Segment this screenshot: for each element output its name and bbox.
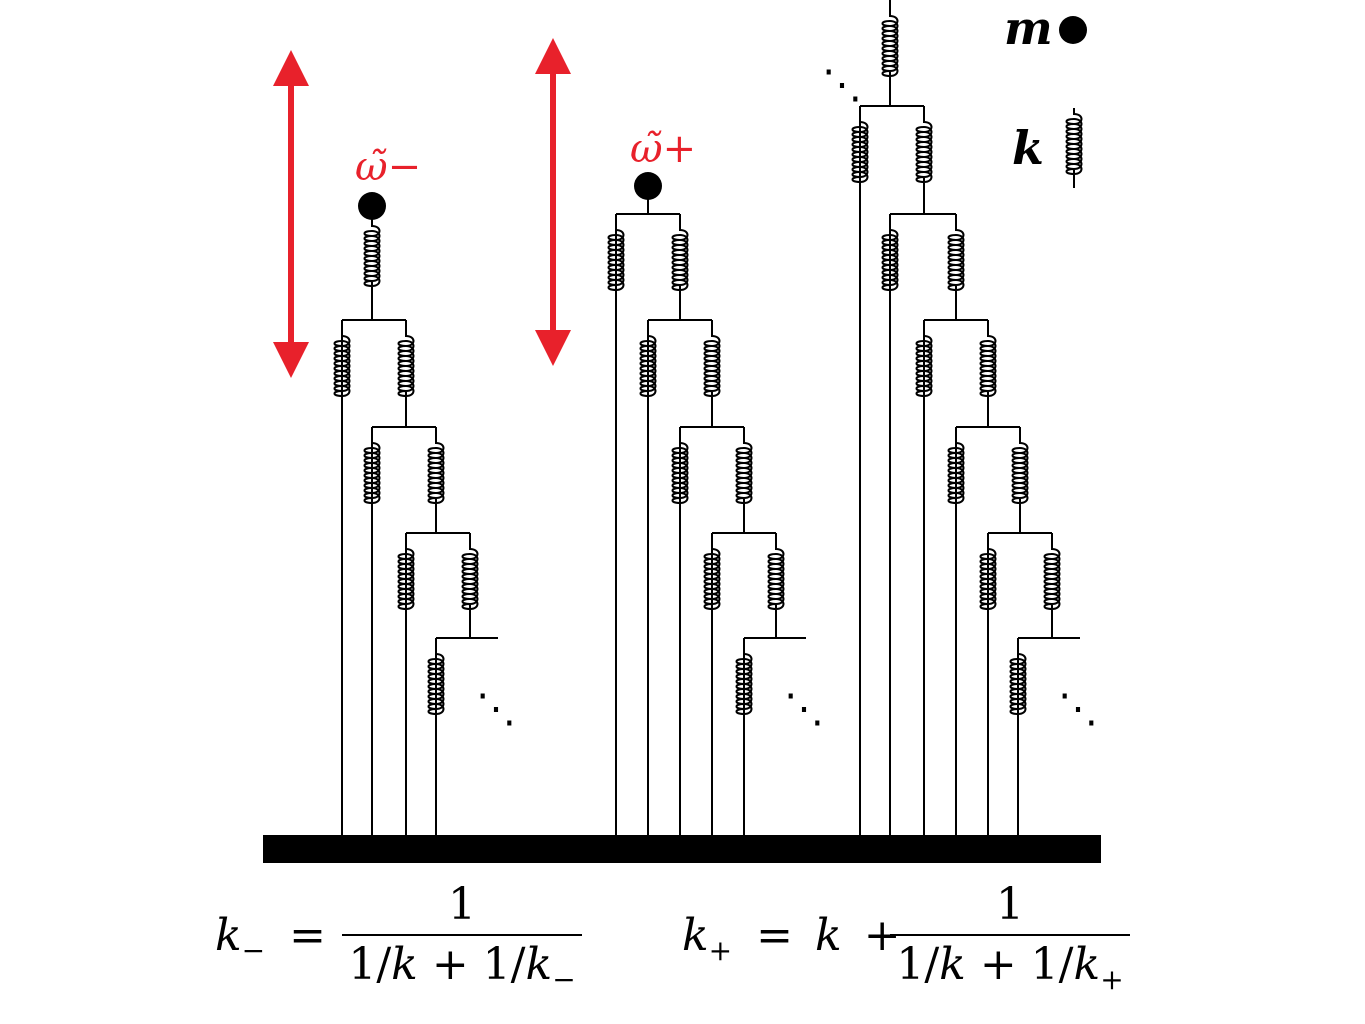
eq-right-den-b: k <box>939 939 966 990</box>
eq-right-den-c: + 1/ <box>965 939 1074 990</box>
eq-left-den-d: k <box>525 939 553 990</box>
eq-right-den-sub: + <box>1100 962 1124 996</box>
eq-left-fraction: 1 1/k + 1/k− <box>342 880 582 1005</box>
eq-right-numerator: 1 <box>996 879 1024 930</box>
eq-right-fraction: 1 1/k + 1/k+ <box>890 880 1130 1005</box>
ellipsis-minus: ⋱ <box>476 686 516 732</box>
eq-right-den-a: 1/ <box>896 939 940 990</box>
eq-right-denominator: 1/k + 1/k+ <box>890 940 1130 1005</box>
ground-bar <box>263 835 1101 863</box>
eq-right-lhs-var: k <box>682 910 709 961</box>
legend-mass-label: m <box>1004 1 1053 55</box>
eq-left-lhs-var: k <box>215 910 242 961</box>
eq-right-den-d: k <box>1073 939 1101 990</box>
mass-icon <box>1059 16 1087 44</box>
eq-right-fraction-bar <box>890 934 1130 936</box>
eq-left-lhs-sub: − <box>241 933 266 967</box>
eq-right-lhs-sub: + <box>708 933 733 967</box>
legend-spring-label: k <box>1012 121 1044 175</box>
eq-left-denominator: 1/k + 1/k− <box>342 940 582 1005</box>
eq-right-plus-term: k <box>815 910 842 961</box>
eq-left-fraction-bar <box>342 934 582 936</box>
label-omega-plus: ω̃+ <box>630 126 696 172</box>
tower-plus <box>607 213 806 835</box>
eq-left-numerator: 1 <box>448 879 476 930</box>
ellipsis-plus: ⋱ <box>784 686 824 732</box>
ellipsis-k-bottom: ⋱ <box>1058 686 1098 732</box>
eq-left-equals: = <box>289 910 327 961</box>
label-omega-minus: ω̃− <box>355 144 421 190</box>
tower-minus <box>333 219 498 835</box>
eq-left-den-c: + 1/ <box>417 939 526 990</box>
eq-right-equals: = <box>756 910 794 961</box>
ellipsis-k-top: ⋱ <box>822 62 862 108</box>
eq-left-den-a: 1/ <box>348 939 392 990</box>
tower-k <box>851 0 1080 835</box>
spring-icon <box>1065 107 1083 189</box>
eq-left-den-b: k <box>391 939 418 990</box>
eq-left-den-sub: − <box>552 962 576 996</box>
